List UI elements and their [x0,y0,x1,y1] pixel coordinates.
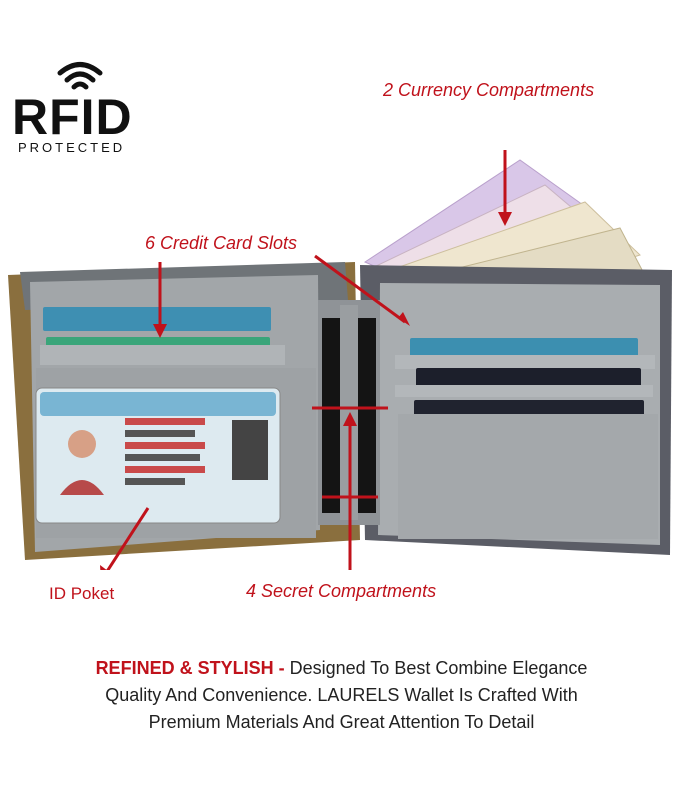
description-highlight: REFINED & STYLISH - [95,658,285,678]
wallet-photo [8,150,672,570]
right-card-slots [395,338,658,539]
credit-card-slots-label: 6 Credit Card Slots [145,233,298,253]
callout-arrows [100,150,512,570]
description-line-1: Designed To Best Combine Elegance [284,658,588,678]
rfid-logo-text: RFID [12,89,133,145]
id-card-window [35,387,281,524]
currency-compartments-label: 2 Currency Compartments [383,80,595,100]
id-pocket-label: ID Poket [49,584,115,603]
product-description: REFINED & STYLISH - Designed To Best Com… [0,655,683,736]
secret-compartments-label: 4 Secret Compartments [246,581,437,601]
wifi-signal-icon [57,62,103,90]
description-line-3: Premium Materials And Great Attention To… [148,712,535,732]
description-line-2: Quality And Convenience. LAURELS Wallet … [105,685,578,705]
rfid-logo-subtitle: PROTECTED [18,140,126,155]
